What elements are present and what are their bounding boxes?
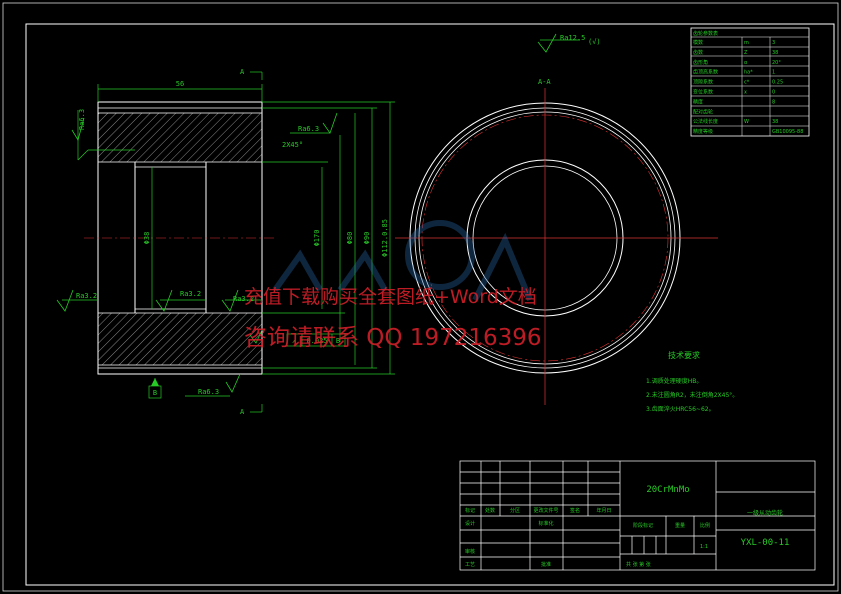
tech-requirements: 技术要求 1.调质处理硬度HB。 2.未注圆角R2，未注倒角2X45°。 3.齿…	[646, 350, 738, 413]
ra-top-right: Ra6.3	[298, 125, 319, 133]
hatch-bottom	[98, 313, 262, 365]
param-cell-6-2: 8	[772, 99, 775, 105]
param-cell-8-1: W	[744, 119, 749, 125]
ra-top-left: Ra6.3	[78, 109, 86, 130]
param-cell-1-0: 齿数	[693, 49, 703, 56]
section-mark-top: A	[240, 68, 245, 76]
watermark-line-2: 咨询请联系 QQ 197216396	[244, 325, 542, 351]
tb-label-10: 批准	[541, 561, 551, 568]
inner-border	[25, 23, 835, 586]
tb-label-8: 审核	[465, 548, 475, 555]
title-block	[459, 460, 816, 571]
tb-drawing-no: YXL-00-11	[741, 538, 790, 548]
param-table-title: 齿轮参数表	[693, 30, 718, 37]
param-cell-3-2: 1	[772, 70, 775, 76]
watermark-logo	[272, 220, 533, 302]
tb-label-11: 阶段标记	[633, 522, 653, 529]
tb-label-12: 重量	[675, 522, 685, 529]
tech-item-3: 3.齿面淬火HRC56~62。	[646, 405, 715, 413]
param-cell-0-0: 模数	[693, 39, 703, 46]
dim-hub: Φ170	[313, 230, 321, 247]
ra-bore: Ra3.2	[180, 290, 201, 298]
watermark-line-1: 充值下载购买全套图纸+Word文档	[244, 286, 537, 308]
param-cell-3-0: 齿顶高系数	[693, 69, 718, 76]
tb-sheet: 共 张 第 张	[626, 561, 651, 568]
datum-label: B	[153, 389, 157, 397]
tb-label-6: 设计	[465, 520, 475, 527]
roughness-symbols	[56, 33, 557, 393]
tol-datum: B	[336, 337, 340, 345]
param-cell-3-1: ha*	[744, 70, 753, 76]
tb-label-2: 分区	[510, 507, 520, 514]
param-cell-1-2: 38	[772, 50, 778, 56]
hatch-top	[98, 113, 262, 162]
param-cell-8-0: 公法线长度	[693, 118, 718, 125]
param-cell-5-2: 0	[772, 90, 775, 96]
ra-general-note: (√)	[588, 38, 601, 46]
param-cell-0-1: m	[744, 40, 749, 46]
param-cell-6-0: 精度	[693, 98, 703, 105]
ra-right-face: Ra3.2	[233, 295, 254, 303]
param-cell-7-0: 配对齿轮	[693, 108, 713, 115]
dimension-lines	[62, 39, 580, 413]
tb-label-0: 标记	[465, 507, 475, 514]
dim-outer: Φ90	[363, 232, 371, 245]
dim-shoulder: Φ80	[346, 232, 354, 245]
param-cell-9-2: GB10095-88	[772, 129, 803, 135]
tech-item-2: 2.未注圆角R2，未注倒角2X45°。	[646, 391, 738, 399]
param-cell-9-0: 精度等级	[693, 128, 713, 135]
param-cell-8-2: 38	[772, 119, 778, 125]
tech-item-1: 1.调质处理硬度HB。	[646, 377, 702, 385]
tb-label-7: 标准化	[538, 520, 553, 527]
tb-scale: 1:1	[700, 544, 708, 550]
tb-material: 20CrMnMo	[646, 485, 689, 495]
ra-left-face: Ra3.2	[76, 292, 97, 300]
param-cell-4-0: 顶隙系数	[693, 79, 713, 86]
ra-general: Ra12.5	[560, 34, 585, 42]
param-cell-2-0: 齿形角	[693, 59, 708, 66]
tb-label-1: 处数	[485, 507, 495, 514]
param-cell-4-2: 0.25	[772, 80, 783, 86]
param-table	[690, 27, 810, 137]
param-cell-0-2: 3	[772, 40, 775, 46]
dim-bore: Φ38	[143, 232, 151, 245]
tb-label-5: 年月日	[596, 507, 611, 514]
end-view	[395, 88, 718, 405]
tb-part-name: 一级从动齿轮	[747, 509, 783, 517]
ra-bottom: Ra6.3	[198, 388, 219, 396]
param-cell-1-1: Z	[744, 50, 748, 56]
tb-label-13: 比例	[700, 522, 710, 529]
param-cell-5-1: x	[744, 90, 747, 96]
tech-title: 技术要求	[668, 350, 700, 360]
tb-label-3: 更改文件号	[533, 507, 558, 514]
param-cell-2-1: α	[744, 60, 748, 66]
dim-length: 56	[176, 80, 184, 88]
dim-chamfer: 2X45°	[282, 141, 303, 149]
section-mark-bottom: A	[240, 408, 245, 416]
dim-total: Φ112.0.85	[381, 219, 389, 257]
tb-label-4: 签名	[570, 507, 580, 514]
tol-symbol: ↗	[292, 337, 296, 345]
view-label: A-A	[538, 78, 551, 86]
tb-label-9: 工艺	[465, 562, 475, 568]
tol-value: 0.025	[306, 337, 327, 345]
param-cell-4-1: c*	[744, 80, 750, 86]
param-cell-2-2: 20°	[772, 60, 781, 66]
param-cell-5-0: 变位系数	[693, 89, 713, 96]
section-view	[84, 101, 274, 375]
